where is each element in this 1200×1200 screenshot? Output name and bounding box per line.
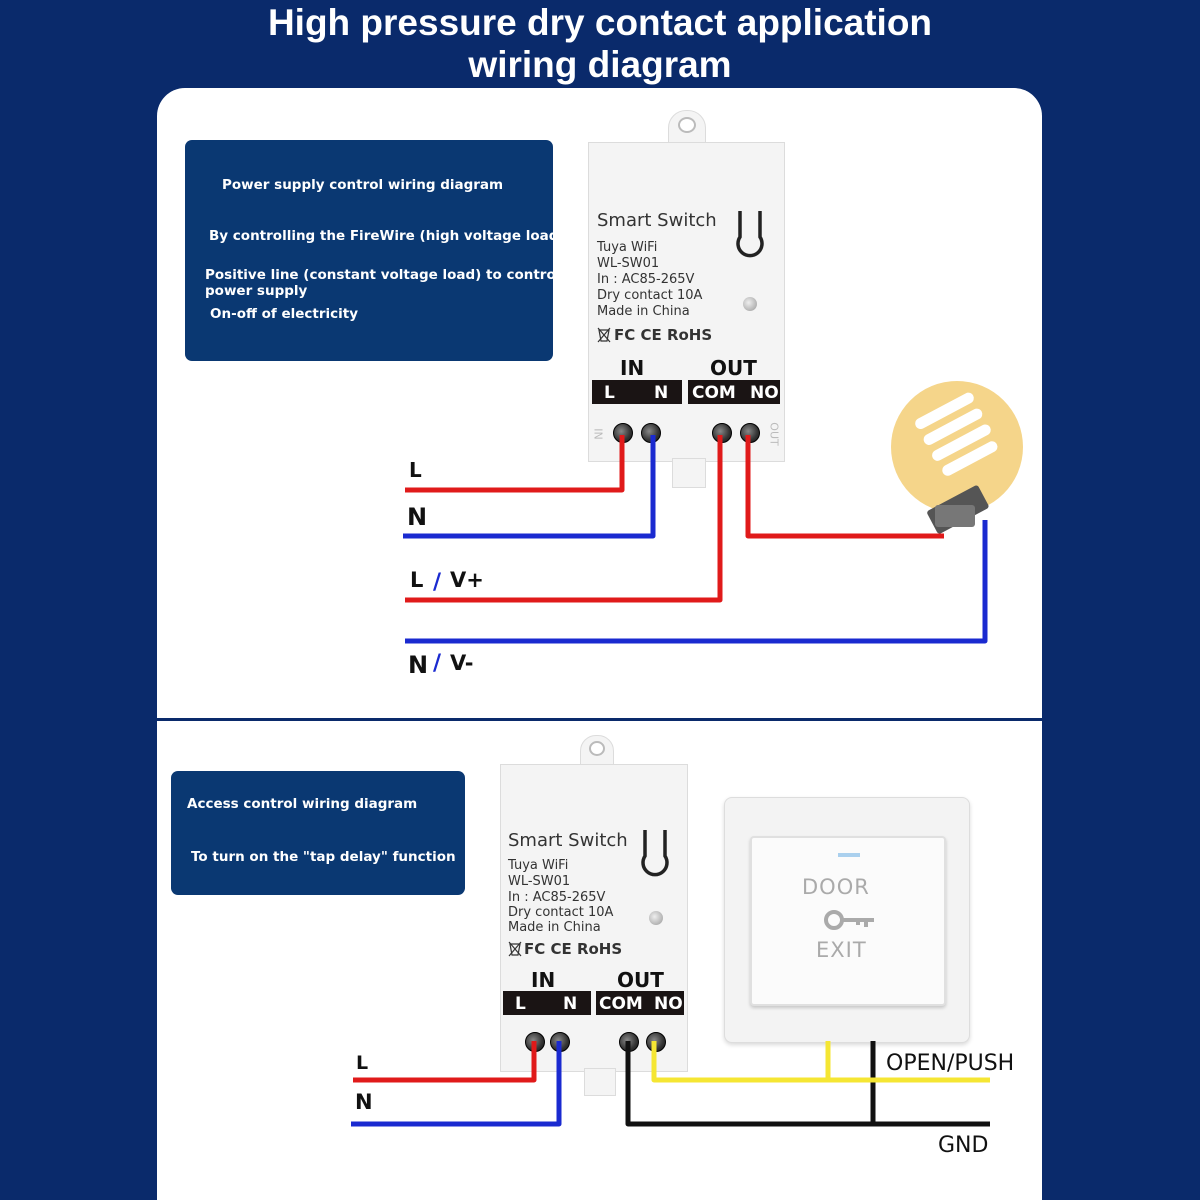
device-spec: In : AC85-265V: [508, 890, 606, 905]
out-terminal-bar: COM NO: [596, 991, 684, 1015]
key-icon: [824, 910, 874, 930]
terminal-n: N: [563, 994, 578, 1014]
info-heading: Power supply control wiring diagram: [222, 177, 504, 193]
wire-label-n: N: [355, 1090, 373, 1114]
status-led: [743, 297, 757, 311]
terminal-no: NO: [654, 994, 683, 1014]
wire-label-nv-n: N: [408, 651, 429, 679]
mounting-hole: [589, 741, 605, 756]
wire-label-nv-slash: /: [433, 651, 442, 676]
terminal-l: L: [604, 383, 615, 403]
weee-bin-icon: [508, 941, 522, 957]
wire-label-n: N: [407, 503, 428, 531]
in-label: IN: [620, 356, 645, 380]
device-spec: Tuya WiFi: [597, 240, 658, 255]
wire-label-gnd: GND: [938, 1133, 989, 1158]
device-spec: WL-SW01: [508, 874, 571, 889]
out-label: OUT: [710, 356, 757, 380]
in-label: IN: [531, 968, 556, 992]
in-terminal-bar: L N: [592, 380, 682, 404]
door-button-indicator: [838, 853, 860, 857]
out-terminal-bar: COM NO: [688, 380, 780, 404]
neutral-wire: [405, 520, 988, 644]
wire-label-lv-slash: /: [433, 570, 442, 595]
certification-marks: FC CE RoHS: [614, 326, 713, 344]
info-line: power supply: [205, 283, 308, 299]
terminal-no: NO: [750, 383, 779, 403]
wire-label-lv-v: V+: [450, 568, 484, 592]
mounting-hole: [678, 117, 696, 133]
wire-label-open-push: OPEN/PUSH: [886, 1051, 1015, 1076]
device-spec: WL-SW01: [597, 256, 660, 271]
page-title-line2: wiring diagram: [468, 44, 732, 85]
light-bulb-icon: [915, 392, 998, 534]
status-led: [649, 911, 663, 925]
mounting-tab-bottom: [584, 1068, 616, 1096]
device-spec: Dry contact 10A: [508, 905, 614, 920]
device-spec: In : AC85-265V: [597, 272, 695, 287]
neutral-wire: [403, 435, 656, 539]
terminal-com: COM: [692, 383, 736, 403]
device-spec: Tuya WiFi: [508, 858, 569, 873]
device-name: Smart Switch: [508, 830, 628, 851]
info-line: Positive line (constant voltage load) to…: [205, 267, 561, 283]
live-wire: [405, 435, 723, 603]
power-control-info-box: Power supply control wiring diagram By c…: [185, 140, 585, 361]
device-spec: Made in China: [508, 920, 601, 935]
ground-wire: [625, 1041, 990, 1127]
page-title-line1: High pressure dry contact application: [267, 2, 933, 43]
door-label: DOOR: [802, 875, 870, 899]
wire-label-l: L: [409, 458, 422, 482]
device-name: Smart Switch: [597, 210, 717, 231]
device-spec: Dry contact 10A: [597, 288, 703, 303]
weee-bin-icon: [597, 327, 611, 343]
terminal-com: COM: [599, 994, 643, 1014]
live-wire: [353, 1041, 537, 1083]
power-icon: [736, 211, 764, 258]
live-wire: [745, 435, 944, 539]
info-heading: Access control wiring diagram: [187, 796, 418, 812]
in-terminal-bar: L N: [503, 991, 591, 1015]
terminal-n: N: [654, 383, 669, 403]
access-control-info-box: Access control wiring diagram To turn on…: [171, 771, 465, 895]
mounting-tab-bottom: [672, 458, 706, 488]
info-line: On-off of electricity: [210, 306, 359, 322]
certification-marks: FC CE RoHS: [524, 940, 623, 958]
live-wire: [405, 435, 625, 493]
wire-label-l: L: [356, 1052, 369, 1074]
neutral-wire: [351, 1041, 562, 1127]
wire-label-nv-v: V-: [450, 651, 474, 675]
signal-wire: [651, 1041, 990, 1083]
info-line: By controlling the FireWire (high voltag…: [209, 228, 586, 244]
terminal-l: L: [515, 994, 526, 1014]
wire-label-lv-l: L: [410, 568, 424, 592]
power-icon: [641, 830, 669, 877]
exit-label: EXIT: [816, 938, 867, 962]
info-line: To turn on the "tap delay" function: [191, 849, 456, 865]
device-spec: Made in China: [597, 304, 690, 319]
out-label: OUT: [617, 968, 664, 992]
